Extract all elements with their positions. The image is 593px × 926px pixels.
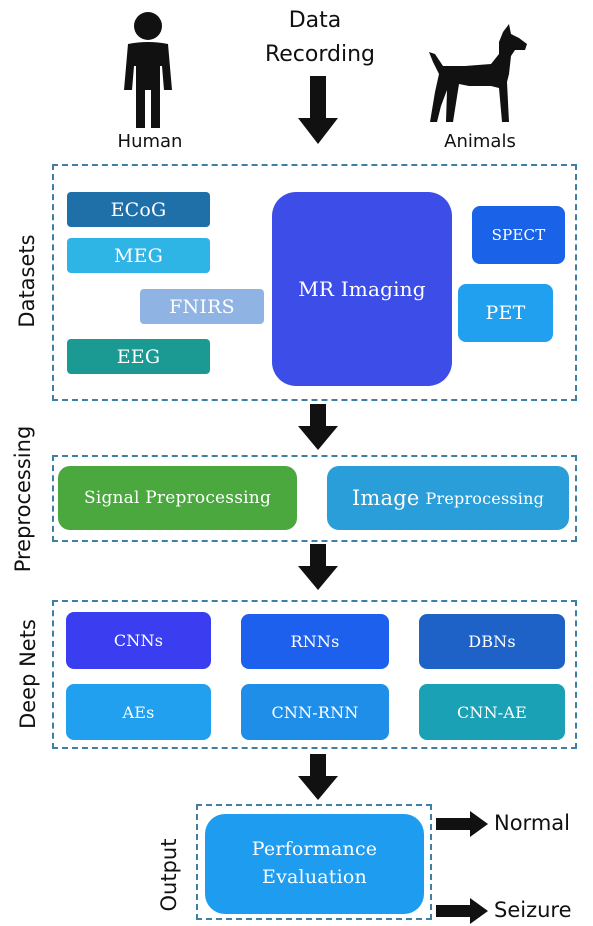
dog-icon (429, 24, 527, 122)
evaluation-line1: Performance (251, 838, 378, 861)
aes-box: AEs (66, 684, 211, 740)
signal-preprocessing-box: Signal Preprocessing (58, 466, 297, 530)
normal-label: Normal (494, 811, 570, 835)
output-section-label: Output (157, 838, 181, 912)
datasets-panel (52, 164, 577, 401)
meg-box: MEG (67, 238, 210, 273)
pet-box: PET (458, 284, 553, 342)
preprocessing-panel (52, 455, 577, 542)
down-arrow-icon (298, 76, 338, 144)
spect-box: SPECT (472, 206, 565, 264)
right-arrow-icon (436, 898, 488, 924)
data-recording-line2: Recording (264, 42, 376, 67)
data-recording-line1: Data (288, 8, 342, 33)
preprocessing-section-label: Preprocessing (11, 425, 35, 573)
down-arrow-icon (298, 754, 338, 800)
right-arrow-icon (436, 811, 488, 837)
rnns-box: RNNs (241, 614, 389, 669)
eeg-box: EEG (67, 339, 210, 374)
cnns-box: CNNs (66, 612, 211, 669)
down-arrow-icon (298, 404, 338, 450)
seizure-label: Seizure (494, 898, 572, 922)
human-label: Human (117, 131, 183, 152)
performance-evaluation-box: Performance Evaluation (205, 814, 424, 914)
output-panel (196, 804, 432, 920)
image-preprocessing-box: Image Preprocessing (327, 466, 569, 530)
cnn-ae-box: CNN-AE (419, 684, 565, 740)
ecog-box: ECoG (67, 192, 210, 227)
image-preprocessing-word: Image (351, 486, 420, 510)
evaluation-line2: Evaluation (262, 866, 367, 888)
deep-nets-section-label: Deep Nets (16, 619, 40, 729)
fnirs-box: FNIRS (140, 289, 264, 324)
datasets-section-label: Datasets (15, 234, 39, 328)
mr-imaging-box: MR Imaging (272, 192, 452, 386)
animals-label: Animals (444, 131, 516, 152)
down-arrow-icon (298, 544, 338, 590)
human-icon (124, 12, 172, 128)
dbns-box: DBNs (419, 614, 565, 669)
image-preprocessing-suffix: Preprocessing (425, 488, 545, 508)
deep-nets-panel (52, 600, 577, 749)
cnn-rnn-box: CNN-RNN (241, 684, 389, 740)
